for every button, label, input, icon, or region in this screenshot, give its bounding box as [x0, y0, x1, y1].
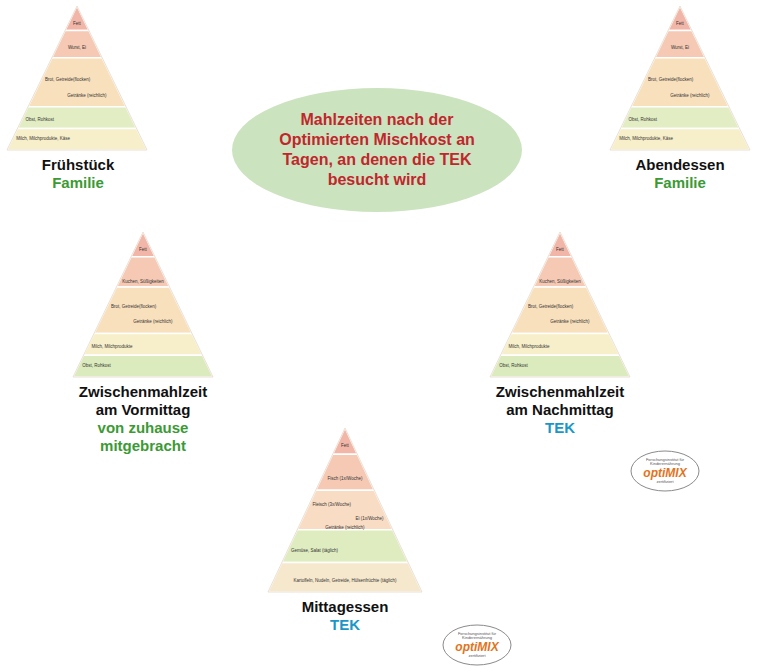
caption-text: von zuhause mitgebracht — [73, 419, 213, 455]
certification-badge: Forschungsinstitut für Kinderernährungop… — [630, 450, 700, 492]
pyramid-label: Kuchen, Süßigkeiten — [539, 280, 581, 285]
pyramid-label: Milch, Milchprodukte, Käse — [16, 137, 70, 142]
caption-text: Abendessen — [635, 156, 724, 174]
badge-small-text: Forschungsinstitut für Kinderernährung — [643, 458, 687, 467]
pyramid-band — [116, 257, 169, 287]
pyramid-band — [297, 490, 392, 529]
pyramid-band — [268, 562, 422, 592]
pyramid-label: Getränke (reichlich) — [670, 94, 709, 99]
pyramid-label: Milch, Milchprodukte, Käse — [619, 137, 673, 142]
pyramid-label: Milch, Milchprodukte — [508, 345, 549, 350]
pyramid-label: Brot, Getreide(flocken) — [528, 305, 573, 310]
caption-text: Frühstück — [42, 156, 115, 174]
pyramid-label: Getränke (reichlich) — [67, 94, 106, 99]
pyramid-label: Kuchen, Süßigkeiten — [122, 280, 164, 285]
pyramid-label: Brot, Getreide(flocken) — [45, 78, 90, 83]
pyramid-label: Milch, Milchprodukte — [91, 345, 132, 350]
pyramid-label: Fett — [341, 444, 349, 449]
pyramid-band — [610, 128, 750, 150]
ellipse-fill — [232, 88, 522, 212]
pyramid-band — [668, 6, 692, 30]
pyramid-label: Ei (1x/Woche) — [355, 517, 383, 522]
caption-group: MittagessenTEK — [275, 598, 415, 634]
title-ellipse: Mahlzeiten nach der Optimierten Mischkos… — [232, 88, 522, 212]
pyramid-band — [533, 257, 586, 287]
caption-group: AbendessenFamilie — [610, 156, 750, 192]
pyramid-label: Fett — [73, 22, 81, 27]
badge-small-text: Forschungsinstitut für Kinderernährung — [455, 632, 499, 641]
pyramid-label: Getränke (reichlich) — [133, 320, 172, 325]
pyramid-label: Getränke (reichlich) — [325, 526, 364, 531]
pyramid-band — [7, 128, 147, 150]
caption-text: Zwischenmahlzeit am Vormittag — [73, 383, 213, 419]
caption-text: Mittagessen — [302, 598, 389, 616]
pyramid-label: Fett — [556, 248, 564, 253]
pyramid-band — [73, 355, 213, 377]
pyramid-band — [94, 287, 192, 333]
pyramid-band — [84, 334, 203, 356]
badge-small-text: zertifiziert — [643, 480, 687, 484]
pyramid-band — [18, 107, 137, 129]
pyramid-band — [65, 6, 89, 30]
pyramid-outline — [490, 232, 630, 377]
caption-text: TEK — [545, 419, 575, 437]
caption-group: Zwischenmahlzeit am NachmittagTEK — [490, 383, 630, 437]
badge-logo-text: optiMIX — [635, 467, 695, 480]
pyramid-label: Wurst, Ei — [671, 46, 689, 51]
pyramid-label: Fett — [676, 22, 684, 27]
pyramid-label: Fett — [139, 248, 147, 253]
caption-text: TEK — [330, 616, 360, 634]
pyramid-band — [52, 30, 102, 57]
pyramid-label: Wurst, Ei — [68, 46, 86, 51]
pyramid-label: Brot, Getreide(flocken) — [648, 78, 693, 83]
pyramid-label: Fisch (1x/Woche) — [328, 477, 363, 482]
pyramid-band — [28, 58, 126, 107]
pyramid-label: Kartoffeln, Nudeln, Getreide, Hülsenfrüc… — [293, 579, 396, 584]
pyramid-outline — [610, 6, 750, 150]
ellipse-text: Mahlzeiten nach der Optimierten Mischkos… — [271, 110, 483, 190]
pyramid-band — [131, 232, 155, 257]
caption-group: FrühstückFamilie — [3, 156, 153, 192]
ellipse-shape — [232, 88, 522, 212]
pyramid-outline — [268, 428, 422, 592]
pyramid-outline — [7, 6, 147, 150]
pyramid-label: Getränke (reichlich) — [550, 320, 589, 325]
pyramid-label: Brot, Getreide(flocken) — [111, 305, 156, 310]
pyramid-label: Fleisch (3x/Woche) — [313, 503, 351, 508]
pyramid-label: Obst, Rohkost — [628, 118, 657, 123]
pyramid-label: Obst, Rohkost — [82, 364, 111, 369]
pyramid-band — [490, 355, 630, 377]
pyramid-label: Gemüse, Salat (täglich) — [291, 549, 338, 554]
badge-outline — [631, 451, 699, 491]
caption-text: Familie — [654, 174, 706, 192]
pyramid-band — [282, 530, 408, 563]
pyramid-band — [333, 428, 358, 454]
pyramid-band — [621, 107, 740, 129]
badge-outline — [443, 625, 511, 665]
pyramid-outline — [73, 232, 213, 377]
pyramid-label: Obst, Rohkost — [25, 118, 54, 123]
certification-badge: Forschungsinstitut für Kinderernährungop… — [442, 624, 512, 666]
pyramid-band — [501, 334, 620, 356]
badge-logo-text: optiMIX — [447, 641, 507, 654]
pyramid-band — [548, 232, 572, 257]
pyramid-label: Obst, Rohkost — [499, 364, 528, 369]
badge-small-text: zertifiziert — [455, 654, 499, 658]
pyramid-band — [655, 30, 705, 57]
caption-text: Zwischenmahlzeit am Nachmittag — [490, 383, 630, 419]
caption-text: Familie — [52, 174, 104, 192]
pyramid-band — [631, 58, 729, 107]
pyramid-band — [511, 287, 609, 333]
caption-group: Zwischenmahlzeit am Vormittagvon zuhause… — [73, 383, 213, 455]
